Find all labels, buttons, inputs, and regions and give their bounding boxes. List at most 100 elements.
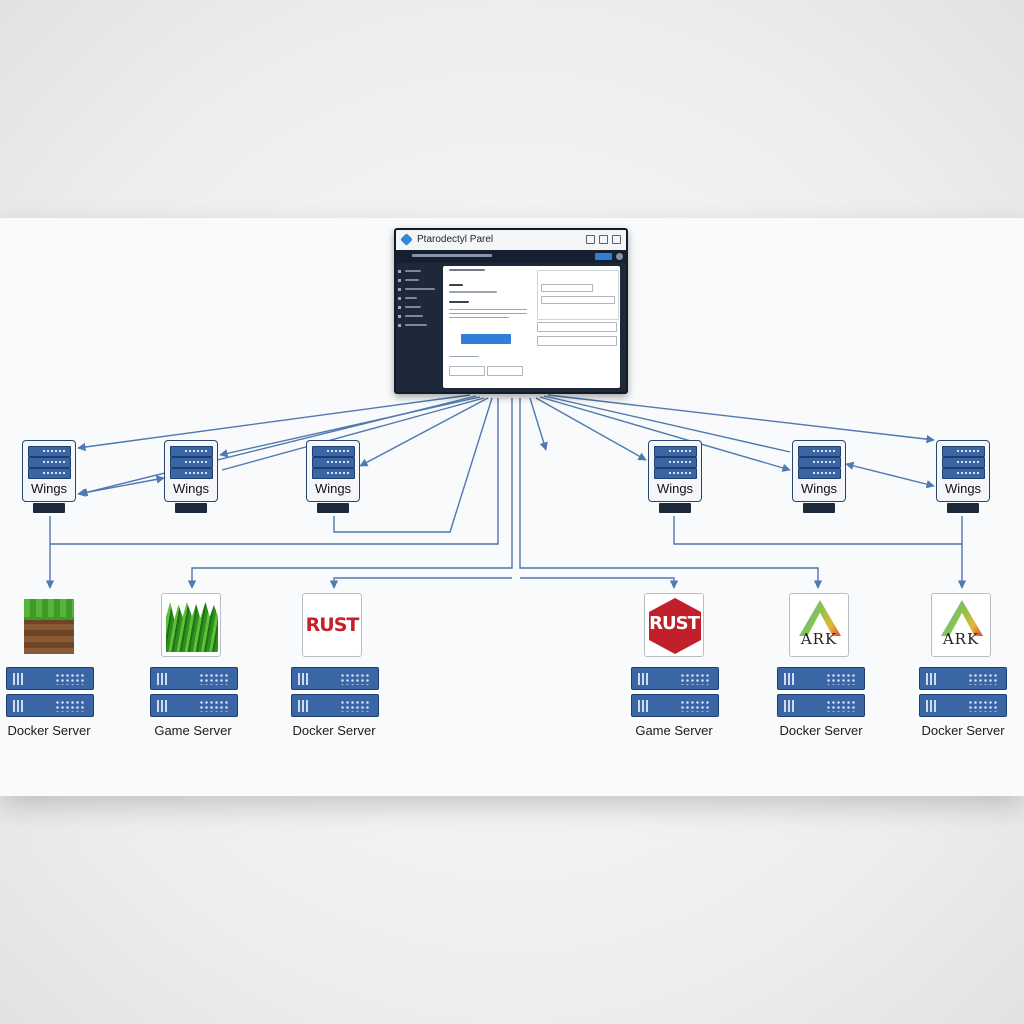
server-stack — [631, 667, 719, 719]
panel-titlebar: Ptarodectyl Parel — [396, 230, 626, 251]
sidebar-item[interactable] — [405, 270, 421, 272]
server-unit — [919, 667, 1007, 690]
wings-label: Wings — [800, 481, 838, 496]
server-label: Docker Server — [7, 723, 91, 738]
text-line — [449, 291, 497, 293]
text-line — [449, 313, 527, 314]
navbar-action-button[interactable] — [595, 253, 612, 260]
server-unit — [291, 667, 379, 690]
grass-blades — [166, 602, 218, 652]
close-icon[interactable] — [612, 235, 621, 244]
section-title — [449, 301, 469, 303]
wings-label: Wings — [314, 481, 352, 496]
rack-unit — [798, 468, 841, 479]
panel-navbar — [396, 250, 626, 263]
minimize-icon[interactable] — [586, 235, 595, 244]
node-base — [317, 503, 349, 513]
server-label: Docker Server — [921, 723, 1005, 738]
rust-logo-text: RUST — [305, 614, 360, 636]
sidebar-item[interactable] — [405, 279, 419, 281]
text-line — [449, 309, 527, 310]
grass-top — [24, 599, 74, 617]
input-field[interactable] — [541, 284, 593, 292]
rack-unit — [654, 446, 697, 457]
rack-unit — [942, 457, 985, 468]
rack-unit — [312, 457, 355, 468]
sidebar-item[interactable] — [405, 315, 423, 317]
wire-panel-wings-2 — [219, 396, 481, 458]
wire-wings5-wings6 — [845, 461, 935, 489]
node-base — [33, 503, 65, 513]
server-stack — [150, 667, 238, 719]
rack-unit — [28, 446, 71, 457]
node-base — [947, 503, 979, 513]
pterodactyl-panel-window: Ptarodectyl Parel — [394, 228, 628, 394]
rack-unit — [170, 457, 213, 468]
bus-right — [673, 516, 962, 545]
rack-unit — [942, 468, 985, 479]
sidebar-item[interactable] — [405, 288, 435, 290]
rack-unit — [28, 468, 71, 479]
wings-node: Wings — [306, 440, 360, 513]
rack-unit — [170, 446, 213, 457]
server-stack — [777, 667, 865, 719]
wings-node: Wings — [22, 440, 76, 513]
bus-left — [50, 398, 499, 545]
wire-panel-mid — [529, 397, 548, 451]
node-base — [659, 503, 691, 513]
server-unit — [919, 694, 1007, 717]
section-title — [449, 284, 463, 286]
secondary-button[interactable] — [537, 336, 617, 346]
rack-unit — [170, 468, 213, 479]
dirt-side — [24, 617, 74, 654]
sidebar-item[interactable] — [405, 297, 417, 299]
ark-logo-icon: ARK — [789, 593, 849, 657]
sidebar-icon — [398, 288, 401, 291]
sidebar-icon — [398, 324, 401, 327]
sidebar-icon — [398, 279, 401, 282]
sidebar-icon — [398, 297, 401, 300]
sidebar-item[interactable] — [405, 306, 421, 308]
rust-logo-icon: RUST — [302, 593, 362, 657]
wire-panel-wings-3 — [359, 397, 489, 467]
text-line — [449, 356, 479, 357]
wings-node: Wings — [164, 440, 218, 513]
primary-button[interactable] — [461, 334, 511, 344]
wings-label: Wings — [944, 481, 982, 496]
wings-label: Wings — [30, 481, 68, 496]
action-button[interactable] — [449, 366, 485, 376]
sidebar-icon — [398, 306, 401, 309]
wire-panel-wings-1 — [77, 394, 471, 452]
rack-unit — [312, 468, 355, 479]
server-unit — [291, 694, 379, 717]
rust-logo-text: RUST — [649, 613, 700, 634]
server-unit — [777, 667, 865, 690]
bus-right-mid — [519, 398, 823, 589]
gear-icon[interactable] — [616, 253, 623, 260]
wings-label: Wings — [656, 481, 694, 496]
wire-panel-wings-5 — [539, 396, 791, 472]
server-unit — [631, 667, 719, 690]
sidebar-item[interactable] — [405, 324, 427, 326]
rack-unit — [798, 446, 841, 457]
input-field[interactable] — [537, 322, 617, 332]
sidebar-icon — [398, 270, 401, 273]
rack-unit — [942, 446, 985, 457]
server-stack — [919, 667, 1007, 719]
panel-logo-icon — [400, 233, 413, 246]
input-field[interactable] — [541, 296, 615, 304]
rack-unit — [654, 457, 697, 468]
wire-wings1-wings2 — [77, 475, 165, 497]
sidebar-icon — [398, 315, 401, 318]
content-heading — [449, 269, 485, 271]
maximize-icon[interactable] — [599, 235, 608, 244]
text-line — [449, 317, 509, 318]
wings-label: Wings — [172, 481, 210, 496]
panel-sidebar — [396, 263, 441, 392]
grass-block-icon — [161, 593, 221, 657]
wings-node: Wings — [936, 440, 990, 513]
server-unit — [150, 667, 238, 690]
action-button[interactable] — [487, 366, 523, 376]
bus-rust-left — [329, 577, 512, 589]
